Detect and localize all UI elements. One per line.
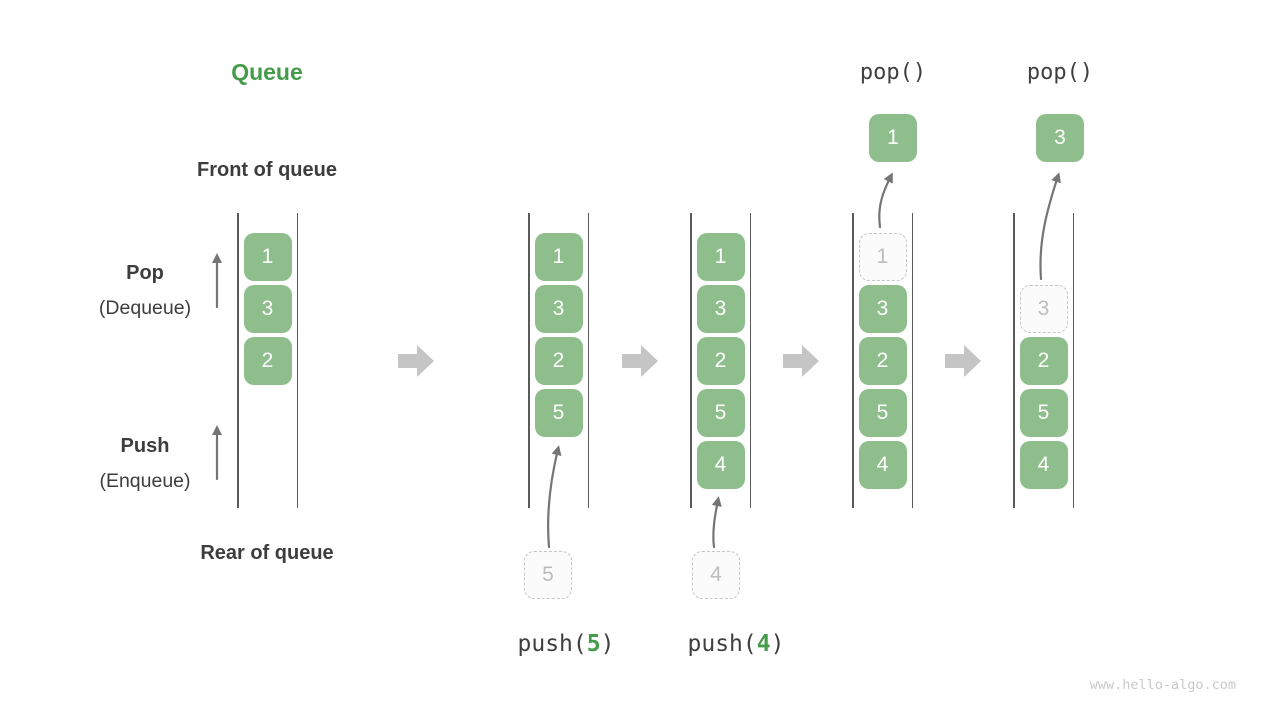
watermark: www.hello-algo.com <box>1089 677 1236 693</box>
pop-legend: Pop (Dequeue) <box>45 263 245 318</box>
queue-column-3: 1 3 2 5 4 <box>690 213 751 508</box>
push-call-label: push(5) <box>476 631 656 657</box>
front-of-queue-label: Front of queue <box>197 159 337 181</box>
queue-cell: 1 <box>696 233 745 281</box>
queue-column-1: 1 3 2 <box>237 213 298 508</box>
queue-wall-left <box>528 213 530 508</box>
next-state-arrow-icon <box>783 345 819 377</box>
queue-wall-left <box>690 213 692 508</box>
pop-call-label: pop() <box>859 60 927 85</box>
queue-wall-right <box>587 213 589 508</box>
queue-wall-left <box>1013 213 1015 508</box>
queue-wall-right <box>1072 213 1074 508</box>
queue-cell: 2 <box>858 337 907 385</box>
queue-cell: 5 <box>858 389 907 437</box>
queue-cell: 1 <box>534 233 583 281</box>
push-arg-text: 4 <box>756 631 771 657</box>
queue-cell: 5 <box>1019 389 1068 437</box>
queue-cell: 4 <box>1019 441 1068 489</box>
push-legend: Push (Enqueue) <box>45 436 245 491</box>
queue-cell: 3 <box>243 285 292 333</box>
queue-column-5: 3 2 5 4 <box>1013 213 1074 508</box>
pending-push-value-box: 5 <box>524 551 572 599</box>
queue-cell-popping: 1 <box>858 233 907 281</box>
queue-cell: 3 <box>696 285 745 333</box>
next-state-arrow-icon <box>622 345 658 377</box>
queue-cell: 5 <box>534 389 583 437</box>
pending-push-value-box: 4 <box>692 551 740 599</box>
queue-cell-popping: 3 <box>1019 285 1068 333</box>
diagram-title: Queue <box>231 59 303 85</box>
push-fn-text: push( <box>517 631 587 657</box>
popped-value-box: 1 <box>869 114 917 162</box>
dequeue-label: (Dequeue) <box>98 297 192 319</box>
push-fn-text: push( <box>687 631 757 657</box>
queue-column-4: 1 3 2 5 4 <box>852 213 913 508</box>
queue-wall-right <box>296 213 298 508</box>
pop-call-label: pop() <box>1026 60 1094 85</box>
push-arg-text: 5 <box>586 631 601 657</box>
queue-cell: 1 <box>243 233 292 281</box>
queue-wall-left <box>852 213 854 508</box>
push-close-text: ) <box>770 631 785 657</box>
pop-label: Pop <box>126 262 164 284</box>
queue-cell: 2 <box>243 337 292 385</box>
popped-value-box: 3 <box>1036 114 1084 162</box>
queue-cell: 4 <box>696 441 745 489</box>
queue-cell: 3 <box>534 285 583 333</box>
queue-cell: 2 <box>534 337 583 385</box>
queue-wall-right <box>911 213 913 508</box>
next-state-arrow-icon <box>398 345 434 377</box>
queue-column-2: 1 3 2 5 <box>528 213 589 508</box>
queue-cell: 2 <box>696 337 745 385</box>
push-label: Push <box>120 435 170 457</box>
queue-cell: 5 <box>696 389 745 437</box>
rear-of-queue-label: Rear of queue <box>200 542 334 564</box>
enqueue-label: (Enqueue) <box>99 470 191 492</box>
push-call-label: push(4) <box>646 631 826 657</box>
queue-wall-left <box>237 213 239 508</box>
next-state-arrow-icon <box>945 345 981 377</box>
push-close-text: ) <box>600 631 615 657</box>
queue-cell: 3 <box>858 285 907 333</box>
queue-cell: 4 <box>858 441 907 489</box>
queue-cell: 2 <box>1019 337 1068 385</box>
queue-wall-right <box>749 213 751 508</box>
